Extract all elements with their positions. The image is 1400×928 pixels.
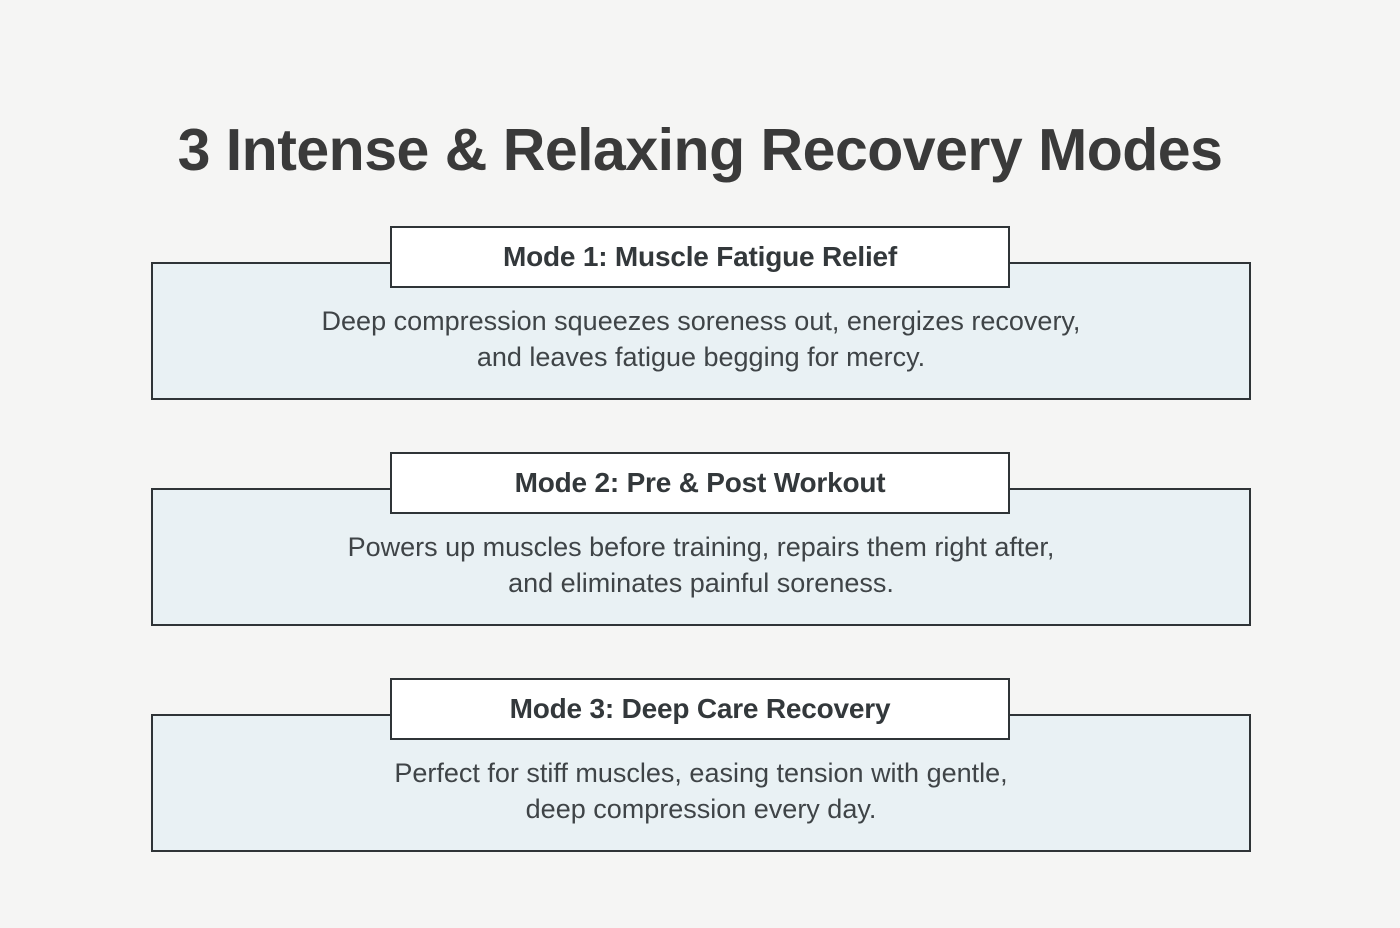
mode-card-3-body: Perfect for stiff muscles, easing tensio… (151, 714, 1251, 852)
mode-card-2-title: Mode 2: Pre & Post Workout (514, 467, 886, 498)
mode-card-3-header: Mode 3: Deep Care Recovery (390, 678, 1010, 740)
recovery-modes-list: Deep compression squeezes soreness out, … (151, 226, 1251, 852)
mode-card-1-header: Mode 1: Muscle Fatigue Relief (390, 226, 1010, 288)
mode-card-2-header: Mode 2: Pre & Post Workout (390, 452, 1010, 514)
mode-card-1-description: Deep compression squeezes soreness out, … (321, 305, 1081, 372)
mode-card-1: Deep compression squeezes soreness out, … (151, 226, 1251, 400)
mode-card-3: Perfect for stiff muscles, easing tensio… (151, 678, 1251, 852)
mode-card-1-title: Mode 1: Muscle Fatigue Relief (502, 241, 898, 272)
mode-card-3-title: Mode 3: Deep Care Recovery (509, 693, 891, 724)
mode-card-3-description: Perfect for stiff muscles, easing tensio… (394, 757, 1008, 824)
page-title: 3 Intense & Relaxing Recovery Modes (177, 116, 1223, 183)
mode-card-2: Powers up muscles before training, repai… (151, 452, 1251, 626)
mode-card-2-description: Powers up muscles before training, repai… (347, 531, 1055, 598)
